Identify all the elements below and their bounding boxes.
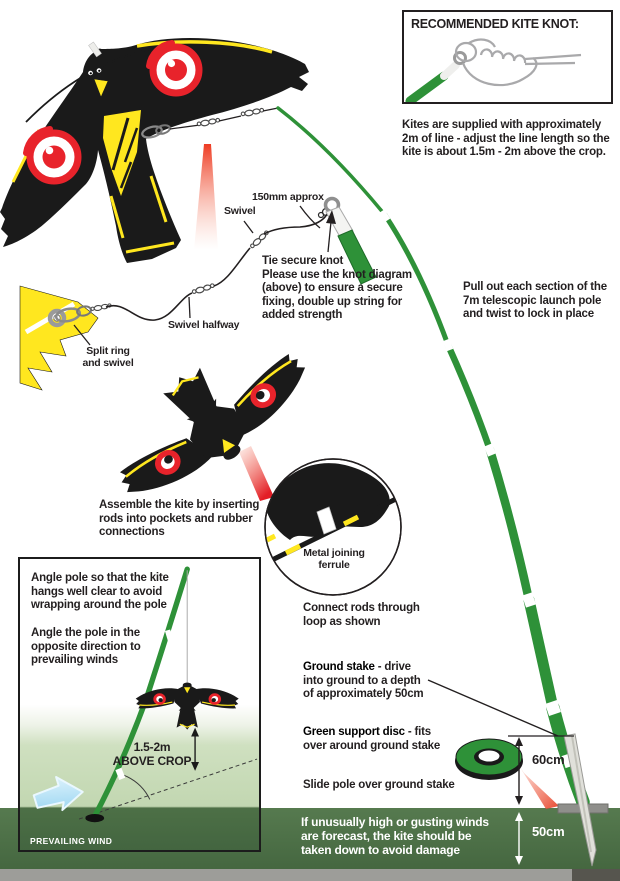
kite-wing-blob [265,463,390,540]
tie-knot-arrowhead [326,210,336,224]
kite-tail-tab [19,285,99,391]
crop-level-dashed-line [78,758,258,820]
measure-50cm [515,812,523,865]
angle-box-text-2: Angle the pole in the opposite direction… [31,627,141,667]
knot-pole-tip [440,61,460,80]
pull-out-text: Pull out each section of the 7m telescop… [463,281,607,321]
angle-pole-inset-box: Angle pole so that the kite hangs well c… [18,557,261,852]
knot-box-title: RECOMMENDED KITE KNOT: [411,17,579,31]
label-pointers [73,205,332,346]
support-disc-text: Green support disc - fits over around gr… [303,726,440,753]
knot-line [454,38,582,87]
metal-ferrule [316,506,337,535]
tie-knot-text: Tie secure knot Please use the knot diag… [262,255,412,322]
tail-grommet [47,308,67,328]
label-swivel-halfway: Swivel halfway [168,319,240,331]
ground-stake-lead: Ground stake [303,661,375,673]
prevailing-wind-label: PREVAILING WIND [30,836,113,846]
inset-pole-joint [164,629,174,641]
spar-highlight [88,41,102,58]
knot-illustration [405,38,582,102]
connect-text: Connect rods through loop as shown [303,602,420,628]
ground-stake-text: Ground stake - drive into ground to a de… [303,661,424,702]
label-150mm: 150mm approx [252,191,324,203]
measure-60cm [508,735,574,805]
assemble-text: Assemble the kite by inserting rods into… [99,499,260,539]
ground-stake-rest: - drive into ground to a depth of approx… [303,661,424,701]
label-swivel: Swivel [224,205,256,217]
slide-pole-text: Slide pole over ground stake [303,779,455,791]
hawk-kite-large [0,37,309,263]
above-crop-arrow [191,727,200,771]
bottom-grey-strip [0,869,620,881]
angle-pole-illustration [32,566,258,823]
red-arrow-to-inset [239,446,274,501]
angle-box-text-1: Angle pole so that the kite hangs well c… [31,572,169,612]
inset-pole-joint [115,767,126,780]
ferrule-inset-circle [264,458,402,596]
label-50cm: 50cm [532,824,565,839]
wing-eye-left [23,126,82,185]
tail-line-closeup [19,207,331,391]
disc-pointer-beam [518,764,559,809]
winds-warning-text: If unusually high or gusting winds are f… [301,815,489,858]
red-pointer-beam [194,144,218,250]
pole-tip-section [337,229,377,285]
wing-eye-right [146,40,203,97]
kite-spar-line [25,42,299,123]
intro-text: Kites are supplied with approximately 2m… [402,119,610,159]
label-split-ring: Split ring and swivel [82,345,134,369]
wind-arrow [32,775,84,812]
split-ring [54,307,82,323]
knot-pole [405,71,449,102]
label-60cm: 60cm [532,752,565,767]
knot-box: RECOMMENDED KITE KNOT: [402,10,613,104]
kite-line-swivels [141,107,279,139]
support-disc-lead: Green support disc [303,726,405,738]
beak [93,78,109,98]
telescopic-pole [276,106,590,809]
ferrule-label: Metal joining ferrule [303,547,365,571]
support-disc [455,738,523,780]
ground-stake [557,733,609,867]
bottom-grey-strip-dark [572,869,620,881]
stake-pointer-line [427,679,559,737]
support-disc-rest: - fits over around ground stake [303,726,441,752]
above-crop-label: 1.5-2m ABOVE CROP [112,740,192,769]
pole-base-disc [85,813,105,823]
